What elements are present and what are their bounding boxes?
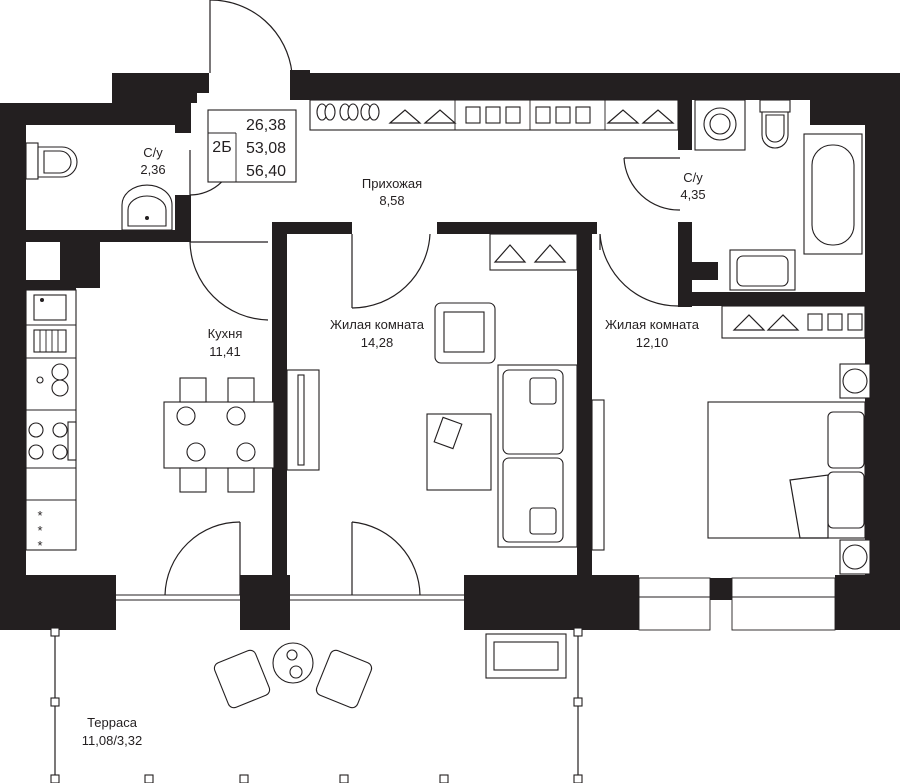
svg-text:*: * [37, 538, 42, 553]
room-label-living1: Жилая комната 14,28 [330, 317, 425, 350]
room-name: Прихожая [362, 176, 422, 191]
nightstand-icon [839, 363, 871, 575]
gift-box-icon [465, 106, 591, 124]
room-label-bathroom1: С/у 2,36 [140, 145, 165, 177]
room-name: Жилая комната [330, 317, 425, 332]
room-label-terrace: Терраса 11,08/3,32 [82, 715, 142, 748]
stove-icon [28, 421, 77, 461]
sink-icon [33, 294, 67, 321]
dining-table [163, 377, 275, 493]
kitchen-counter [25, 289, 77, 551]
svg-text:*: * [37, 508, 42, 523]
area-total: 53,08 [246, 140, 286, 157]
room-area: 11,08/3,32 [82, 733, 142, 748]
room-label-living2: Жилая комната 12,10 [605, 317, 700, 350]
wardrobe-icon [489, 233, 578, 271]
room-label-kitchen: Кухня 11,41 [208, 326, 243, 359]
hanger-icon [388, 109, 675, 124]
room-area: 12,10 [636, 335, 669, 350]
room-label-hallway: Прихожая 8,58 [362, 176, 422, 208]
walls [0, 70, 900, 630]
area-with-terrace: 56,40 [246, 163, 286, 180]
utensils-icon [36, 363, 69, 397]
room-area: 4,35 [680, 187, 705, 202]
room-area: 11,41 [209, 344, 241, 359]
bathtub-icon [803, 133, 863, 255]
sink-icon [121, 184, 173, 231]
room-area: 14,28 [361, 335, 394, 350]
wardrobe-icon [721, 305, 866, 339]
apartment-info-box [207, 109, 297, 183]
area-living: 26,38 [246, 117, 286, 134]
room-area: 8,58 [379, 193, 404, 208]
armchair-icon [434, 302, 496, 364]
room-name: Терраса [87, 715, 138, 730]
room-area: 2,36 [140, 162, 165, 177]
apartment-info: 2Б 26,38 53,08 56,40 [212, 117, 286, 180]
coffee-table [426, 413, 492, 491]
washing-machine-icon [694, 99, 746, 151]
windows [116, 577, 836, 631]
tv-stand [286, 369, 320, 471]
sink-icon [729, 249, 796, 291]
tv-stand [591, 399, 605, 551]
bed-icon [707, 401, 866, 539]
svg-text:*: * [37, 523, 42, 538]
dish-drainer-icon [33, 329, 67, 353]
room-name: С/у [683, 170, 703, 185]
oven-icon: * * * [37, 508, 42, 553]
round-table-icon [272, 642, 314, 684]
toilet-icon [759, 99, 791, 149]
sofa-icon [497, 364, 578, 548]
room-label-bathroom2: С/у 4,35 [680, 170, 705, 202]
room-name: С/у [143, 145, 163, 160]
terrace-bench [485, 633, 567, 679]
apartment-type: 2Б [212, 139, 231, 156]
room-name: Кухня [208, 326, 243, 341]
terrace-outline [50, 627, 583, 783]
shoes-icon [316, 103, 380, 121]
lounge-chair-icon [213, 649, 373, 709]
room-name: Жилая комната [605, 317, 700, 332]
toilet-icon [25, 142, 78, 180]
